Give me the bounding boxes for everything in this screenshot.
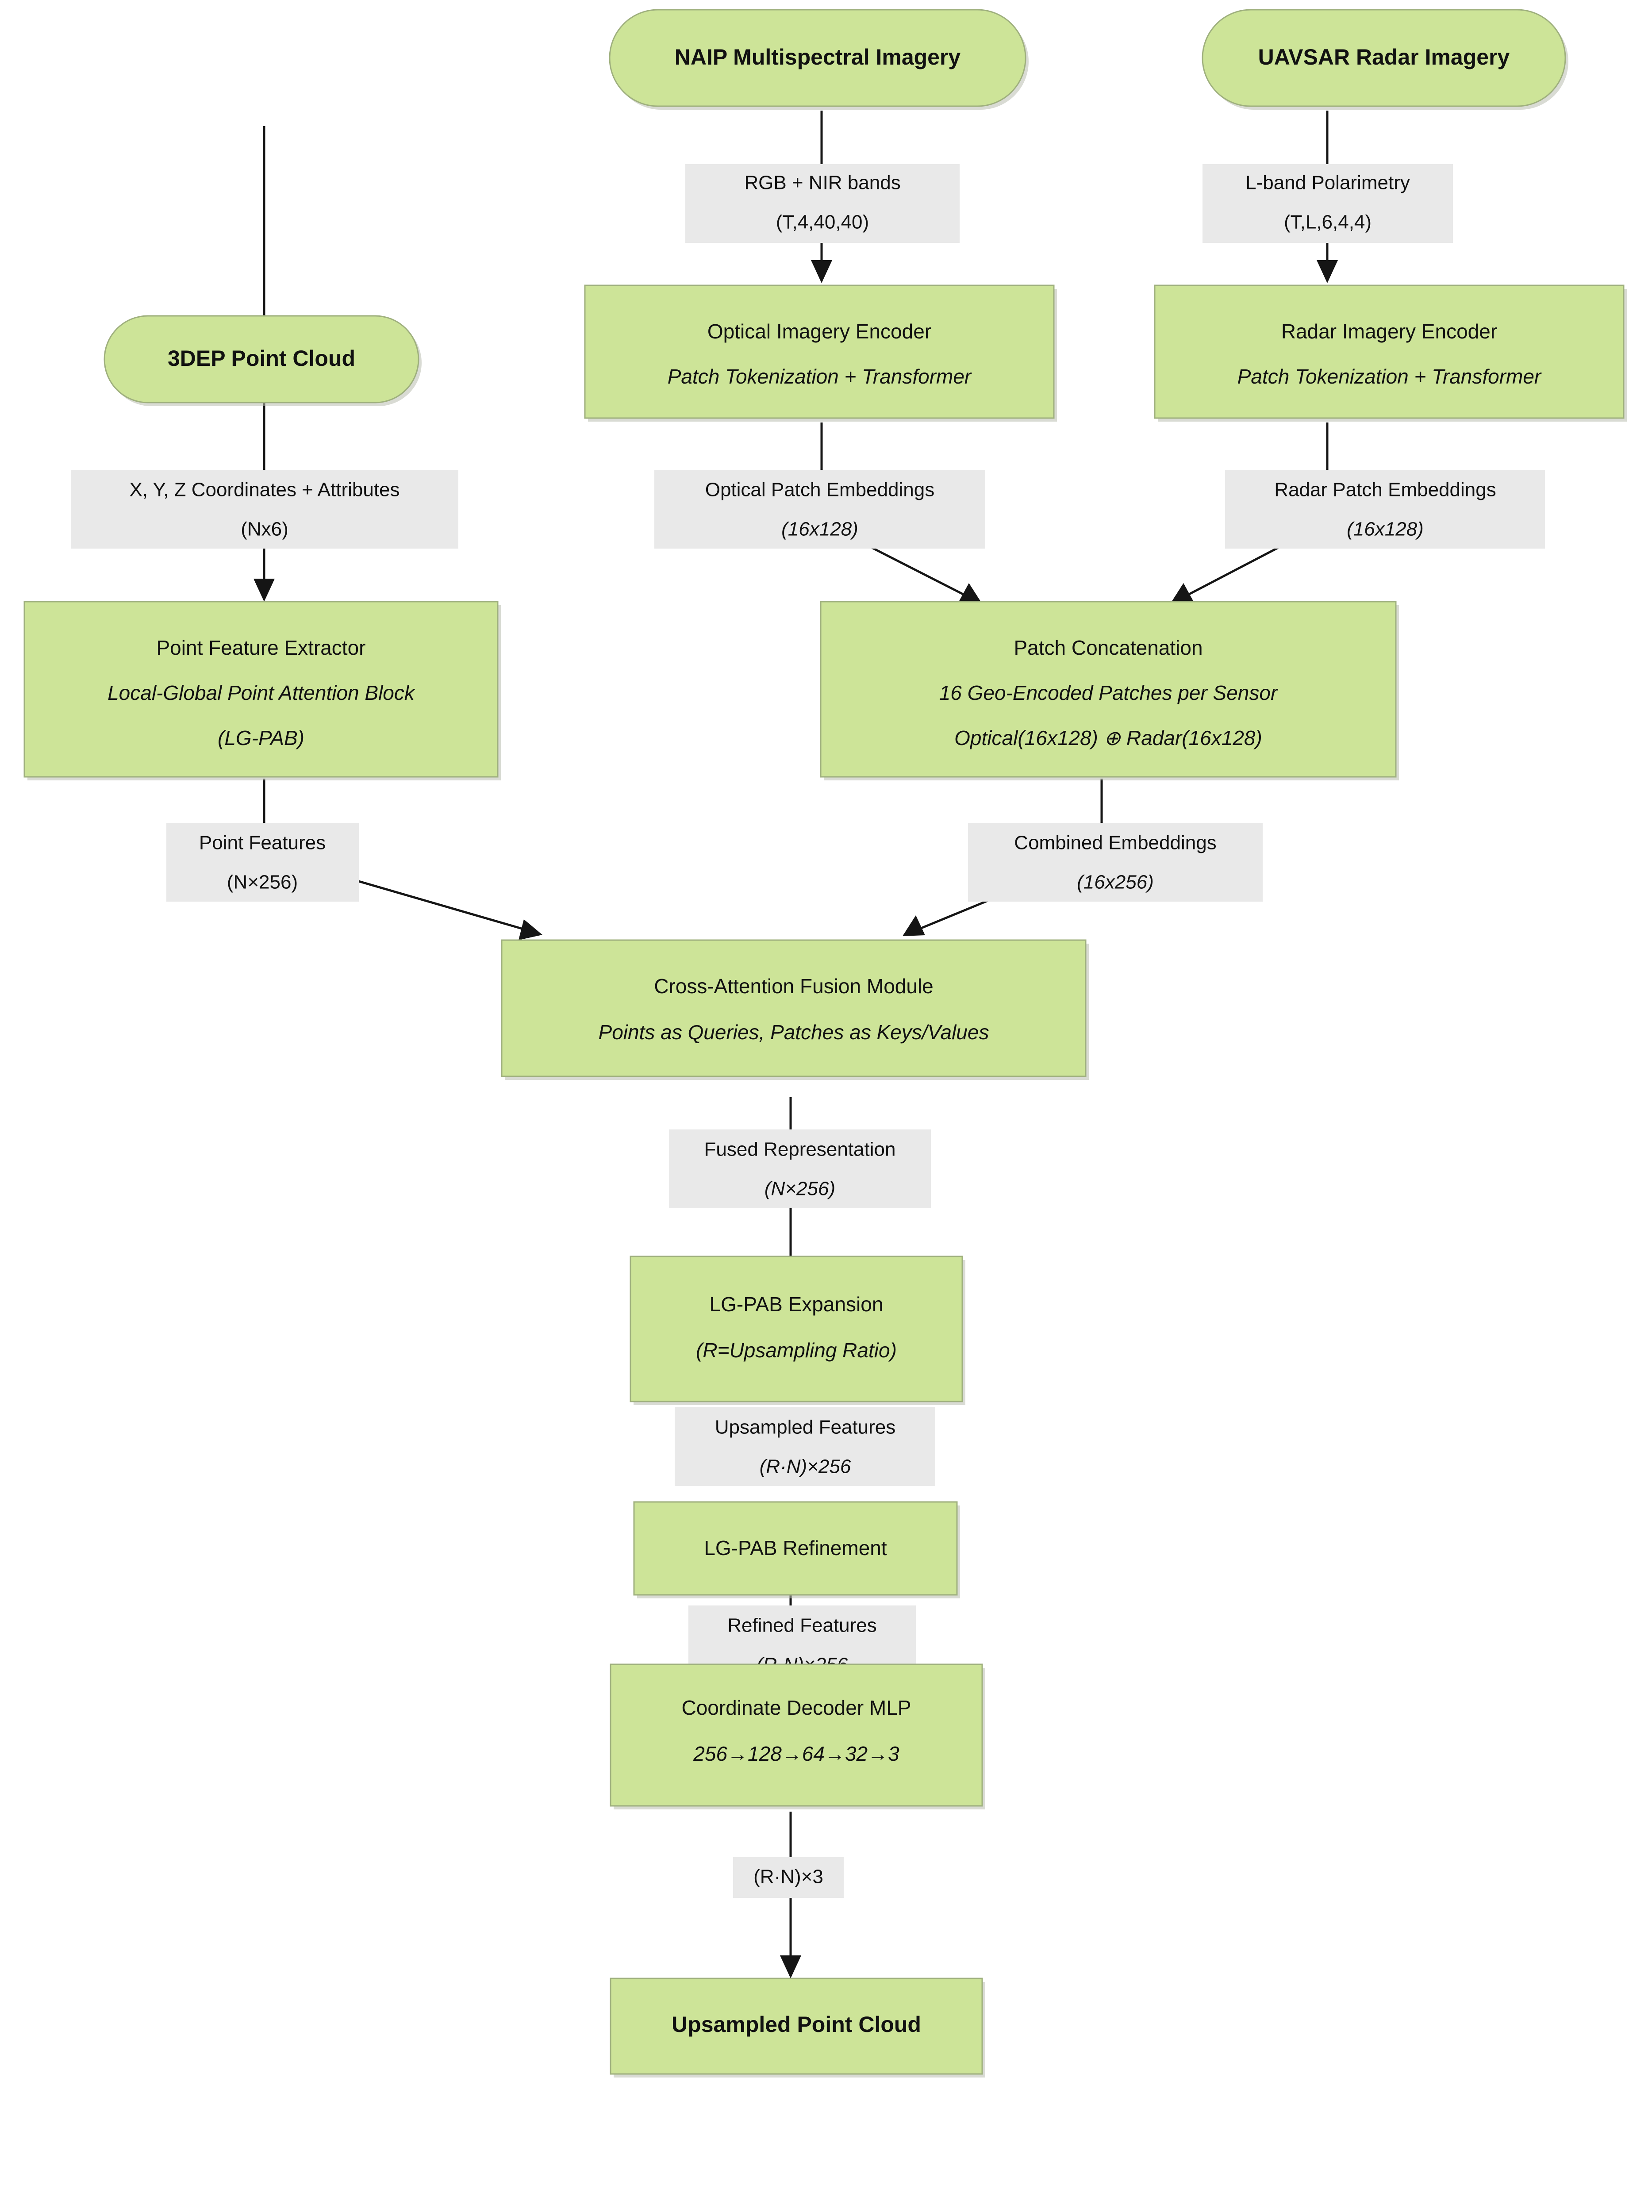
node-lgpab-expansion[interactable]: LG-PAB Expansion (R=Upsampling Ratio) xyxy=(630,1256,965,1405)
node-point-cloud-title: 3DEP Point Cloud xyxy=(168,346,355,371)
edge-label-concat-to-fusion: Combined Embeddings (16x256) xyxy=(968,823,1263,902)
node-naip-source[interactable]: NAIP Multispectral Imagery xyxy=(609,9,1029,110)
node-optical-encoder-subtitle: Patch Tokenization + Transformer xyxy=(668,365,972,388)
node-extractor-title: Point Feature Extractor xyxy=(157,636,366,659)
edge-label-line2: (T,4,40,40) xyxy=(776,211,869,233)
node-concat-title: Patch Concatenation xyxy=(1014,636,1203,659)
edge-label-uavsar-to-radar: L-band Polarimetry (T,L,6,4,4) xyxy=(1203,164,1453,243)
edge-label-line1: Fused Representation xyxy=(704,1139,896,1160)
edge-label-line1: Radar Patch Embeddings xyxy=(1274,479,1496,501)
node-lgpab-refinement[interactable]: LG-PAB Refinement xyxy=(633,1501,960,1598)
edge-label-line2: (16x128) xyxy=(781,518,858,540)
edge-label-line2: (16x128) xyxy=(1347,518,1424,540)
edge-label-extractor-to-fusion: Point Features (N×256) xyxy=(166,823,359,902)
edge-label-expansion-to-refinement: Upsampled Features (R·N)×256 xyxy=(675,1407,935,1486)
edge-label-line1: L-band Polarimetry xyxy=(1245,172,1410,194)
node-expansion-subtitle: (R=Upsampling Ratio) xyxy=(696,1339,897,1362)
node-uavsar-source[interactable]: UAVSAR Radar Imagery xyxy=(1202,9,1568,110)
node-fusion-subtitle: Points as Queries, Patches as Keys/Value… xyxy=(599,1021,989,1044)
edge-label-line2: (Nx6) xyxy=(241,518,288,540)
node-radar-encoder[interactable]: Radar Imagery Encoder Patch Tokenization… xyxy=(1154,284,1627,422)
node-radar-encoder-subtitle: Patch Tokenization + Transformer xyxy=(1237,365,1542,388)
node-output-title: Upsampled Point Cloud xyxy=(672,2012,921,2037)
edge-label-line1: Upsampled Features xyxy=(715,1417,895,1438)
edge-label-line1: X, Y, Z Coordinates + Attributes xyxy=(129,479,400,501)
node-uavsar-title: UAVSAR Radar Imagery xyxy=(1258,45,1510,69)
node-concat-subtitle: 16 Geo-Encoded Patches per Sensor xyxy=(939,681,1278,704)
node-extractor-subtitle: Local-Global Point Attention Block xyxy=(108,681,415,704)
node-refinement-title: LG-PAB Refinement xyxy=(704,1536,887,1559)
node-point-cloud-source[interactable]: 3DEP Point Cloud xyxy=(104,315,422,406)
node-decoder-subtitle: 256→128→64→32→3 xyxy=(693,1742,899,1765)
edge-label-line2: (R·N)×256 xyxy=(760,1456,851,1478)
edge-label-line1: (R·N)×3 xyxy=(753,1866,823,1888)
node-patch-concatenation[interactable]: Patch Concatenation 16 Geo-Encoded Patch… xyxy=(820,601,1399,780)
node-concat-subtitle2: Optical(16x128) ⊕ Radar(16x128) xyxy=(954,726,1262,749)
edge-label-decoder-to-output: (R·N)×3 xyxy=(733,1857,844,1898)
node-optical-encoder-title: Optical Imagery Encoder xyxy=(707,320,931,343)
edge-label-fusion-to-expansion: Fused Representation (N×256) xyxy=(669,1129,931,1208)
edge-label-line2: (N×256) xyxy=(765,1178,835,1200)
edge-label-line1: Combined Embeddings xyxy=(1014,832,1216,854)
node-naip-title: NAIP Multispectral Imagery xyxy=(675,45,961,69)
edge-label-line2: (T,L,6,4,4) xyxy=(1284,211,1372,233)
edge-label-naip-to-optical: RGB + NIR bands (T,4,40,40) xyxy=(685,164,960,243)
node-cross-attention-fusion[interactable]: Cross-Attention Fusion Module Points as … xyxy=(501,939,1089,1080)
node-extractor-subtitle2: (LG-PAB) xyxy=(218,726,304,749)
node-upsampled-point-cloud[interactable]: Upsampled Point Cloud xyxy=(610,1978,985,2078)
node-point-feature-extractor[interactable]: Point Feature Extractor Local-Global Poi… xyxy=(23,601,501,780)
edge-label-pointcloud-to-extractor: X, Y, Z Coordinates + Attributes (Nx6) xyxy=(71,470,458,549)
edge-label-line2: (16x256) xyxy=(1077,872,1154,893)
edge-label-line2: (N×256) xyxy=(227,872,298,893)
node-coordinate-decoder[interactable]: Coordinate Decoder MLP 256→128→64→32→3 xyxy=(610,1663,985,1809)
node-radar-encoder-title: Radar Imagery Encoder xyxy=(1281,320,1497,343)
edge-label-line1: Refined Features xyxy=(727,1615,877,1636)
edge-label-line1: Optical Patch Embeddings xyxy=(705,479,935,501)
node-decoder-title: Coordinate Decoder MLP xyxy=(681,1696,911,1719)
edge-label-optical-to-concat: Optical Patch Embeddings (16x128) xyxy=(654,470,985,549)
node-optical-encoder[interactable]: Optical Imagery Encoder Patch Tokenizati… xyxy=(584,284,1057,422)
edge-label-line1: RGB + NIR bands xyxy=(744,172,900,194)
edge-label-radar-to-concat: Radar Patch Embeddings (16x128) xyxy=(1225,470,1545,549)
node-expansion-title: LG-PAB Expansion xyxy=(710,1293,884,1316)
edge-label-line1: Point Features xyxy=(199,832,326,854)
node-fusion-title: Cross-Attention Fusion Module xyxy=(654,975,934,998)
